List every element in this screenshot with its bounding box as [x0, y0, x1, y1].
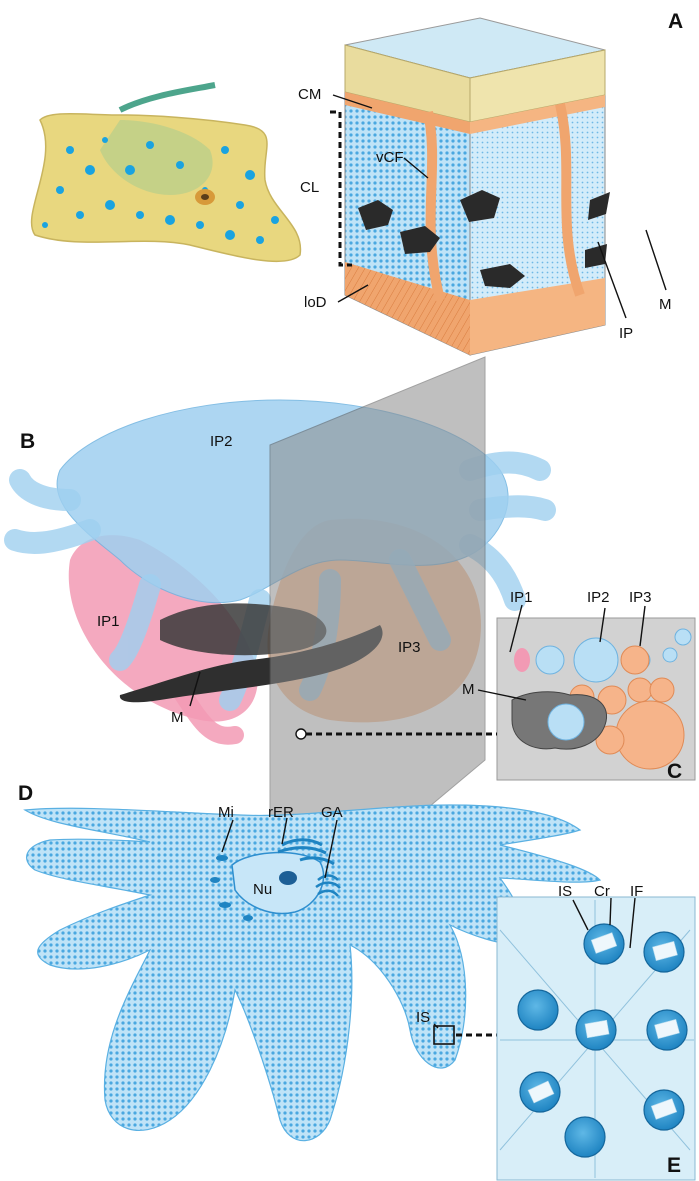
label-cl: CL	[300, 179, 319, 196]
label-ip2-c: IP2	[587, 589, 610, 606]
label-vcf: vCF	[376, 149, 404, 166]
leader-lines	[189, 94, 667, 1029]
label-is-d: IS	[416, 1009, 430, 1026]
label-rer: rER	[268, 804, 294, 821]
label-cm: CM	[298, 86, 321, 103]
tessera-block	[344, 17, 610, 356]
panel-label-b: B	[20, 430, 35, 453]
panel-label-c: C	[667, 760, 682, 783]
label-nu: Nu	[253, 881, 272, 898]
label-ip1-b: IP1	[97, 613, 120, 630]
panel-c-cross-section	[496, 617, 696, 781]
label-m-a: M	[659, 296, 672, 313]
panel-d-cell-detail	[23, 804, 602, 1142]
label-ip: IP	[619, 325, 633, 342]
label-ip3-c: IP3	[629, 589, 652, 606]
label-ip3-b: IP3	[398, 639, 421, 656]
label-lod: loD	[304, 294, 327, 311]
panel-label-a: A	[668, 10, 683, 33]
label-ga: GA	[321, 804, 343, 821]
label-ip1-c: IP1	[510, 589, 533, 606]
label-cr: Cr	[594, 883, 610, 900]
panel-e-crystal-detail	[496, 896, 696, 1181]
panel-label-e: E	[667, 1154, 681, 1177]
panel-b-cell-cluster	[4, 356, 556, 942]
label-mi: Mi	[218, 804, 234, 821]
panel-label-d: D	[18, 782, 33, 805]
connector-dot	[295, 728, 307, 740]
label-if: IF	[630, 883, 643, 900]
label-ip2-b: IP2	[210, 433, 233, 450]
label-m-b: M	[171, 709, 184, 726]
label-m-c: M	[462, 681, 475, 698]
label-is-e: IS	[558, 883, 572, 900]
stingray-illustration	[30, 82, 302, 263]
